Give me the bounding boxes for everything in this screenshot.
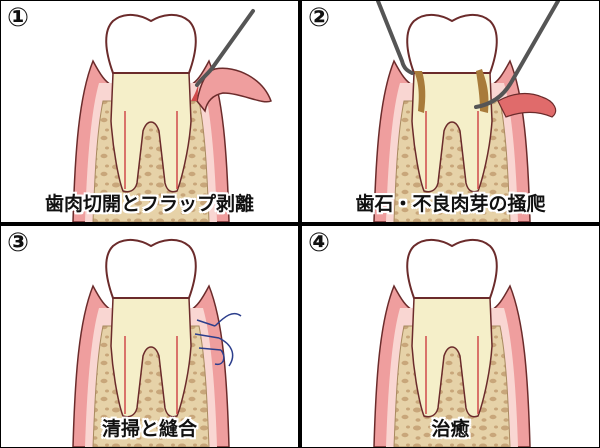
step-number: ④ xyxy=(308,228,331,258)
panel-healing: ④ 治癒 xyxy=(302,226,599,447)
step-caption: 清掃と縫合 xyxy=(101,418,197,440)
step-number: ① xyxy=(7,3,30,33)
tooth-illustration xyxy=(1,9,272,222)
step-number: ③ xyxy=(7,228,30,258)
tooth-illustration xyxy=(1,226,242,447)
step-caption: 治癒 xyxy=(431,418,470,440)
panel-flap-incision: ① 歯肉切開とフラップ剥離 xyxy=(1,1,298,222)
step-caption: 歯石・不良肉芽の掻爬 xyxy=(355,193,546,215)
granulation-tissue xyxy=(497,92,557,118)
instrument-icon xyxy=(474,1,560,109)
suture-icon xyxy=(194,319,222,351)
instrument-icon xyxy=(195,9,255,87)
instrument-icon xyxy=(376,1,414,75)
step-number: ② xyxy=(308,3,331,33)
tooth-illustration xyxy=(302,1,560,222)
step-caption: 歯肉切開とフラップ剥離 xyxy=(44,193,254,215)
panel-scaling: ② 歯石・不良肉芽の掻爬 xyxy=(302,1,599,222)
panel-cleaning-suture: ③ 清掃と縫合 xyxy=(1,226,298,447)
